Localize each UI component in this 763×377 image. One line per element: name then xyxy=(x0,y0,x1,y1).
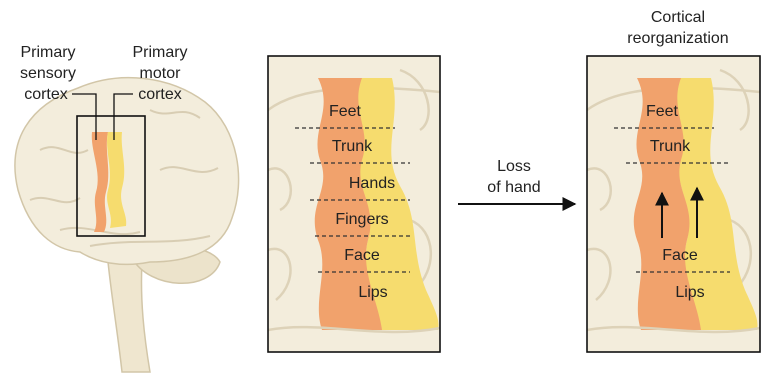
motor-line-3: cortex xyxy=(138,86,182,103)
transition-arrow: Loss of hand xyxy=(458,158,575,204)
panel-reorganized xyxy=(587,56,760,352)
region-label: Feet xyxy=(646,103,679,120)
region-label: Feet xyxy=(329,103,362,120)
sensory-line-2: sensory xyxy=(20,65,76,82)
sensory-line-3: cortex xyxy=(24,86,68,103)
panel-normal xyxy=(268,56,440,352)
region-label: Face xyxy=(344,247,380,264)
region-label: Lips xyxy=(358,284,387,301)
region-label: Trunk xyxy=(332,138,373,155)
title-cortical-reorganization: Cortical reorganization xyxy=(627,9,728,47)
arrow-caption-line-1: Loss xyxy=(497,158,531,175)
brain-illustration xyxy=(15,78,239,372)
region-label: Face xyxy=(662,247,698,264)
motor-line-1: Primary xyxy=(132,44,187,61)
arrow-caption-line-2: of hand xyxy=(487,179,540,196)
sensory-line-1: Primary xyxy=(20,44,75,61)
motor-line-2: motor xyxy=(140,65,182,82)
region-label: Hands xyxy=(349,175,395,192)
brain-stem xyxy=(108,262,150,372)
primary-motor-label: Primary motor cortex xyxy=(132,44,187,103)
region-label: Trunk xyxy=(650,138,691,155)
title-line-2: reorganization xyxy=(627,30,728,47)
title-line-1: Cortical xyxy=(651,9,705,26)
primary-sensory-label: Primary sensory cortex xyxy=(20,44,76,103)
region-label: Lips xyxy=(675,284,704,301)
region-label: Fingers xyxy=(335,211,388,228)
